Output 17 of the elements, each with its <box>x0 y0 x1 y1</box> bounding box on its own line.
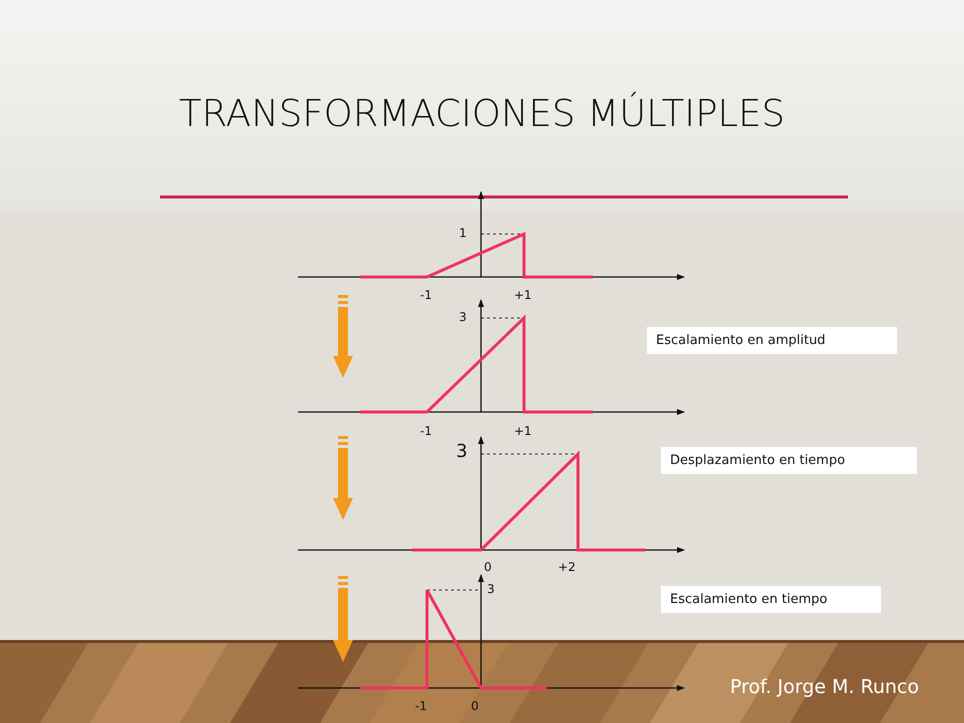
text-box: Desplazamiento en tiempo <box>661 447 917 474</box>
value-label: 3 <box>456 441 468 462</box>
tick-label: +1 <box>514 288 532 302</box>
text-box: Escalamiento en tiempo <box>661 586 881 613</box>
tick-label: -1 <box>420 424 432 438</box>
tick-label: +1 <box>514 424 532 438</box>
text-box: Escalamiento en amplitud <box>647 327 897 354</box>
value-label: 3 <box>459 310 467 324</box>
tick-label: -1 <box>415 699 427 713</box>
author-credit: Prof. Jorge M. Runco <box>730 676 919 698</box>
value-label: 3 <box>487 582 495 596</box>
tick-label: -1 <box>420 288 432 302</box>
value-label: 1 <box>459 226 467 240</box>
tick-label: 0 <box>484 560 492 574</box>
tick-label: +2 <box>558 560 576 574</box>
tick-label: 0 <box>471 699 479 713</box>
slide-title: TRANSFORMACIONES MÚLTIPLES <box>178 92 786 135</box>
